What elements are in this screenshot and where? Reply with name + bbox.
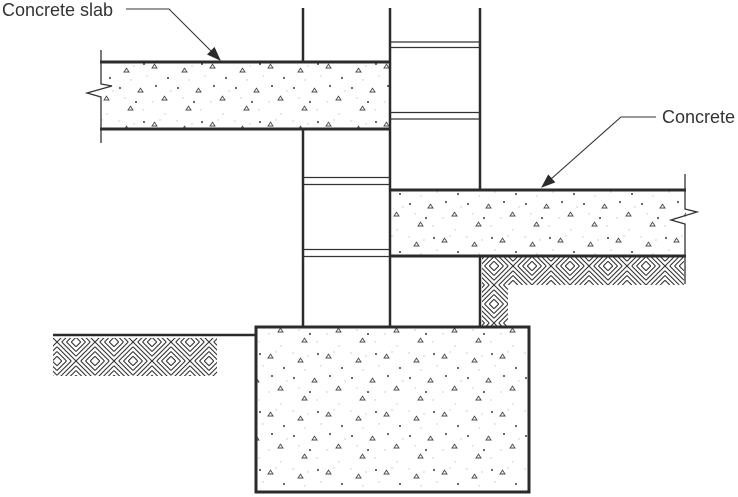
earth-hatch-left [53,338,217,376]
concrete-slab-label: Concrete slab [2,0,113,20]
concrete-label: Concrete [662,107,735,127]
concrete-footing [254,325,531,494]
lower-concrete-slab [390,188,686,258]
concrete-leader [541,116,656,188]
break-line-left [84,50,113,143]
block-wall [301,8,482,327]
earth-hatch-right [482,257,684,327]
break-line-right [668,174,700,284]
concrete-slab-leader [126,8,221,61]
upper-concrete-slab [100,60,390,131]
mortar-joints [303,41,480,258]
